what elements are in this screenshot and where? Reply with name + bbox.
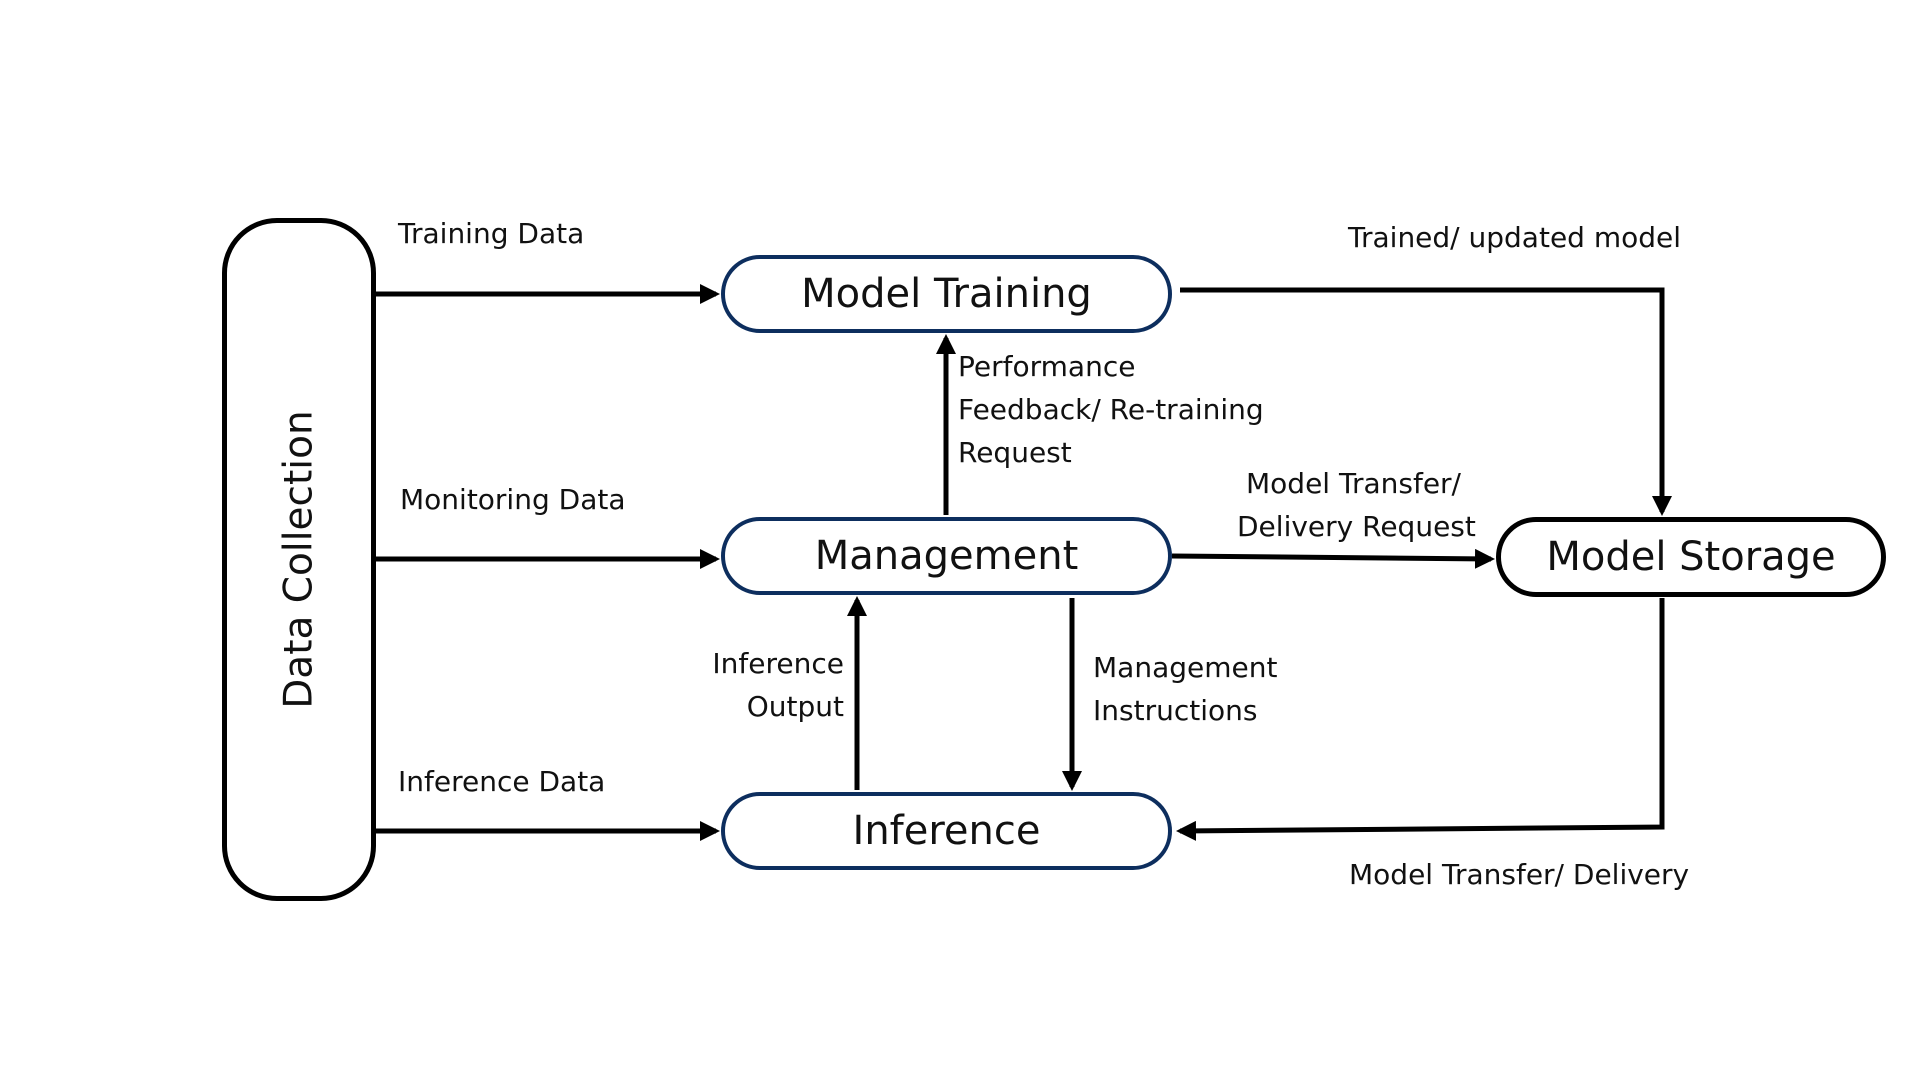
inference-node: Inference	[721, 792, 1172, 870]
model-training-node: Model Training	[721, 255, 1172, 333]
inference-label: Inference	[852, 808, 1041, 854]
data-collection-node: Data Collection	[222, 218, 376, 901]
arrow-trained-model	[1180, 287, 1672, 516]
performance-feedback-line-3: Request	[958, 436, 1072, 469]
model-training-label: Model Training	[801, 271, 1092, 317]
model-storage-node: Model Storage	[1496, 517, 1886, 597]
monitoring-data-label: Monitoring Data	[400, 483, 626, 516]
management-label: Management	[814, 533, 1079, 579]
management-instructions-label: Management Instructions	[1093, 646, 1277, 732]
management-instructions-line-2: Instructions	[1093, 694, 1258, 727]
inference-output-line-2: Output	[746, 690, 844, 723]
arrow-transfer-request	[1171, 548, 1495, 569]
model-storage-label: Model Storage	[1546, 534, 1836, 580]
trained-model-label: Trained/ updated model	[1348, 221, 1682, 254]
inference-data-label: Inference Data	[398, 765, 606, 798]
arrow-model-transfer-delivery	[1176, 598, 1665, 841]
management-instructions-line-1: Management	[1093, 651, 1278, 684]
transfer-request-label: Model Transfer/ Delivery Request	[1237, 462, 1476, 548]
transfer-request-line-1: Model Transfer/	[1246, 467, 1461, 500]
performance-feedback-line-1: Performance	[958, 350, 1136, 383]
inference-output-line-1: Inference	[712, 647, 844, 680]
data-collection-label: Data Collection	[276, 410, 322, 709]
inference-output-label: Inference Output	[694, 642, 844, 728]
performance-feedback-label: Performance Feedback/ Re-training Reques…	[958, 345, 1264, 474]
training-data-label: Training Data	[398, 217, 585, 250]
performance-feedback-line-2: Feedback/ Re-training	[958, 393, 1264, 426]
transfer-request-line-2: Delivery Request	[1237, 510, 1476, 543]
model-transfer-delivery-label: Model Transfer/ Delivery	[1349, 858, 1690, 891]
management-node: Management	[721, 517, 1172, 595]
